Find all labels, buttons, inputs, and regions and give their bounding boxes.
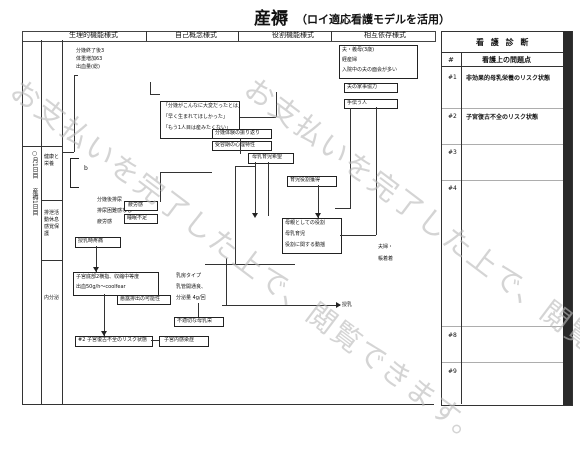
uterus-box <box>73 272 159 296</box>
sleep-box <box>124 214 158 224</box>
mode-self-concept: 自己概念様式 <box>175 31 217 39</box>
date-label: ○月1日目 <box>31 150 38 179</box>
breast-care-box <box>248 153 294 164</box>
role-box <box>287 176 337 187</box>
fatigue-box <box>124 201 158 211</box>
watermark-left: お支払いを完了した上で、閲覧できます。 <box>3 72 492 452</box>
breast2-box <box>174 317 224 327</box>
support2-box <box>344 83 398 93</box>
acceptance-box <box>212 141 272 151</box>
row-activity: 排泄活動休息感覚保護 <box>44 210 60 237</box>
problem-num-2: #2 <box>448 113 457 120</box>
problem2b-box <box>159 336 209 347</box>
mode-role: 役割機能様式 <box>272 31 314 39</box>
lochia-box <box>117 295 171 305</box>
label-b: b <box>84 165 88 172</box>
nursing-title: 看 護 診 断 <box>476 37 531 47</box>
row-endocrine: 内分泌 <box>44 295 60 301</box>
page-subtitle: （ロイ適応看護モデルを活用） <box>296 13 450 26</box>
problem-text-2: 子宮復古不全のリスク状態 <box>466 114 539 121</box>
quote-box <box>160 101 240 139</box>
problem2-box <box>75 336 153 347</box>
problem-text-1: 非効果的母乳栄養のリスク状態 <box>466 75 551 82</box>
problem-num-1: #1 <box>448 74 457 81</box>
mobility-box <box>75 237 121 248</box>
problem-num-8: #8 <box>448 332 457 339</box>
nursing-panel <box>441 31 573 406</box>
mother-role-box <box>282 218 342 254</box>
nursing-col-problem: 看護上の問題点 <box>482 56 531 64</box>
reflection-box <box>212 129 272 139</box>
problem-num-4: #4 <box>448 185 457 192</box>
problem-num-3: #3 <box>448 149 457 156</box>
page-title: 産褥 <box>254 9 288 29</box>
day-label: 産褥1日目 <box>31 188 38 216</box>
problem-num-9: #9 <box>448 368 457 375</box>
physio-notes <box>74 47 144 71</box>
mode-physiological: 生理的機能様式 <box>69 31 118 39</box>
row-health: 健康と栄養 <box>44 154 60 167</box>
mode-interdependence: 相互依存様式 <box>364 31 406 39</box>
nursing-col-num: # <box>448 56 454 64</box>
mode-header <box>22 31 436 42</box>
support-box <box>339 45 418 79</box>
support3-box <box>344 99 398 109</box>
